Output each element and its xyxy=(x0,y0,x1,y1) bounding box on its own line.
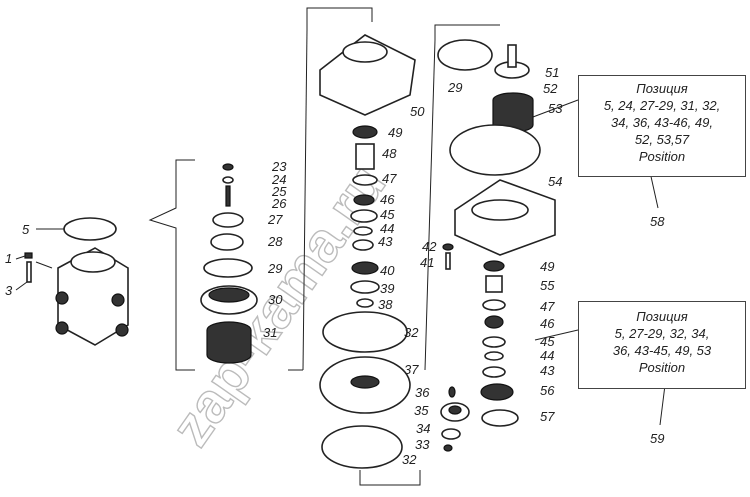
position-box-58: Позиция 5, 24, 27-29, 31, 32, 34, 36, 43… xyxy=(578,75,746,177)
label-40: 40 xyxy=(380,263,395,278)
middle-column-parts xyxy=(200,163,258,364)
label-58: 58 xyxy=(650,214,665,229)
label-44: 44 xyxy=(380,221,394,236)
label-41: 41 xyxy=(420,255,434,270)
label-53: 53 xyxy=(548,101,563,116)
label-23: 23 xyxy=(271,159,287,174)
label-26: 26 xyxy=(271,196,287,211)
label-45: 45 xyxy=(380,207,395,222)
label-43: 43 xyxy=(378,234,393,249)
label-49-right: 49 xyxy=(540,259,554,274)
label-56: 56 xyxy=(540,383,555,398)
label-50: 50 xyxy=(410,104,425,119)
label-29: 29 xyxy=(267,261,282,276)
box-59-line: 5, 27-29, 32, 34, xyxy=(614,326,710,341)
label-59: 59 xyxy=(650,431,664,446)
label-47-right: 47 xyxy=(540,299,555,314)
label-39: 39 xyxy=(380,281,394,296)
label-36: 36 xyxy=(415,385,430,400)
box-58-line: 34, 36, 43-46, 49, xyxy=(611,115,713,130)
label-46-right: 46 xyxy=(540,316,555,331)
bracket-lines xyxy=(148,7,579,486)
label-1: 1 xyxy=(5,251,12,266)
box-59-footer: Position xyxy=(638,360,686,375)
label-28: 28 xyxy=(267,234,283,249)
box-58-title: Позиция xyxy=(636,81,688,96)
label-47: 47 xyxy=(382,171,397,186)
label-3: 3 xyxy=(5,283,13,298)
part-labels: 5 1 3 23 24 25 26 27 28 29 30 31 50 49 4… xyxy=(5,65,666,467)
box-58-line: 52, 53,57 xyxy=(634,132,690,147)
label-43-right: 43 xyxy=(540,363,555,378)
label-25: 25 xyxy=(271,184,287,199)
label-51: 51 xyxy=(545,65,559,80)
right-column-parts xyxy=(437,39,556,452)
label-30: 30 xyxy=(268,292,283,307)
label-46: 46 xyxy=(380,192,395,207)
label-38: 38 xyxy=(378,297,393,312)
label-42: 42 xyxy=(422,239,437,254)
label-45-right: 45 xyxy=(540,334,555,349)
label-5: 5 xyxy=(22,222,30,237)
label-55: 55 xyxy=(540,278,555,293)
label-32: 32 xyxy=(404,325,419,340)
box-58-line: 5, 24, 27-29, 31, 32, xyxy=(603,98,721,113)
position-box-59: Позиция 5, 27-29, 32, 34, 36, 43-45, 49,… xyxy=(578,301,746,389)
label-34: 34 xyxy=(416,421,430,436)
label-35: 35 xyxy=(414,403,429,418)
label-49: 49 xyxy=(388,125,402,140)
box-59-line: 36, 43-45, 49, 53 xyxy=(612,343,712,358)
label-44-right: 44 xyxy=(540,348,554,363)
label-48: 48 xyxy=(382,146,397,161)
label-27: 27 xyxy=(267,212,283,227)
label-29-right: 29 xyxy=(447,80,462,95)
valve-assembly-left xyxy=(15,217,129,346)
label-54: 54 xyxy=(548,174,562,189)
center-column-parts xyxy=(319,34,416,469)
label-37: 37 xyxy=(404,362,419,377)
label-24: 24 xyxy=(271,172,286,187)
label-31: 31 xyxy=(263,325,277,340)
label-33: 33 xyxy=(415,437,430,452)
box-58-footer: Position xyxy=(638,149,686,164)
label-52: 52 xyxy=(543,81,558,96)
label-57: 57 xyxy=(540,409,555,424)
label-32-bottom: 32 xyxy=(402,452,417,467)
box-59-title: Позиция xyxy=(636,309,688,324)
